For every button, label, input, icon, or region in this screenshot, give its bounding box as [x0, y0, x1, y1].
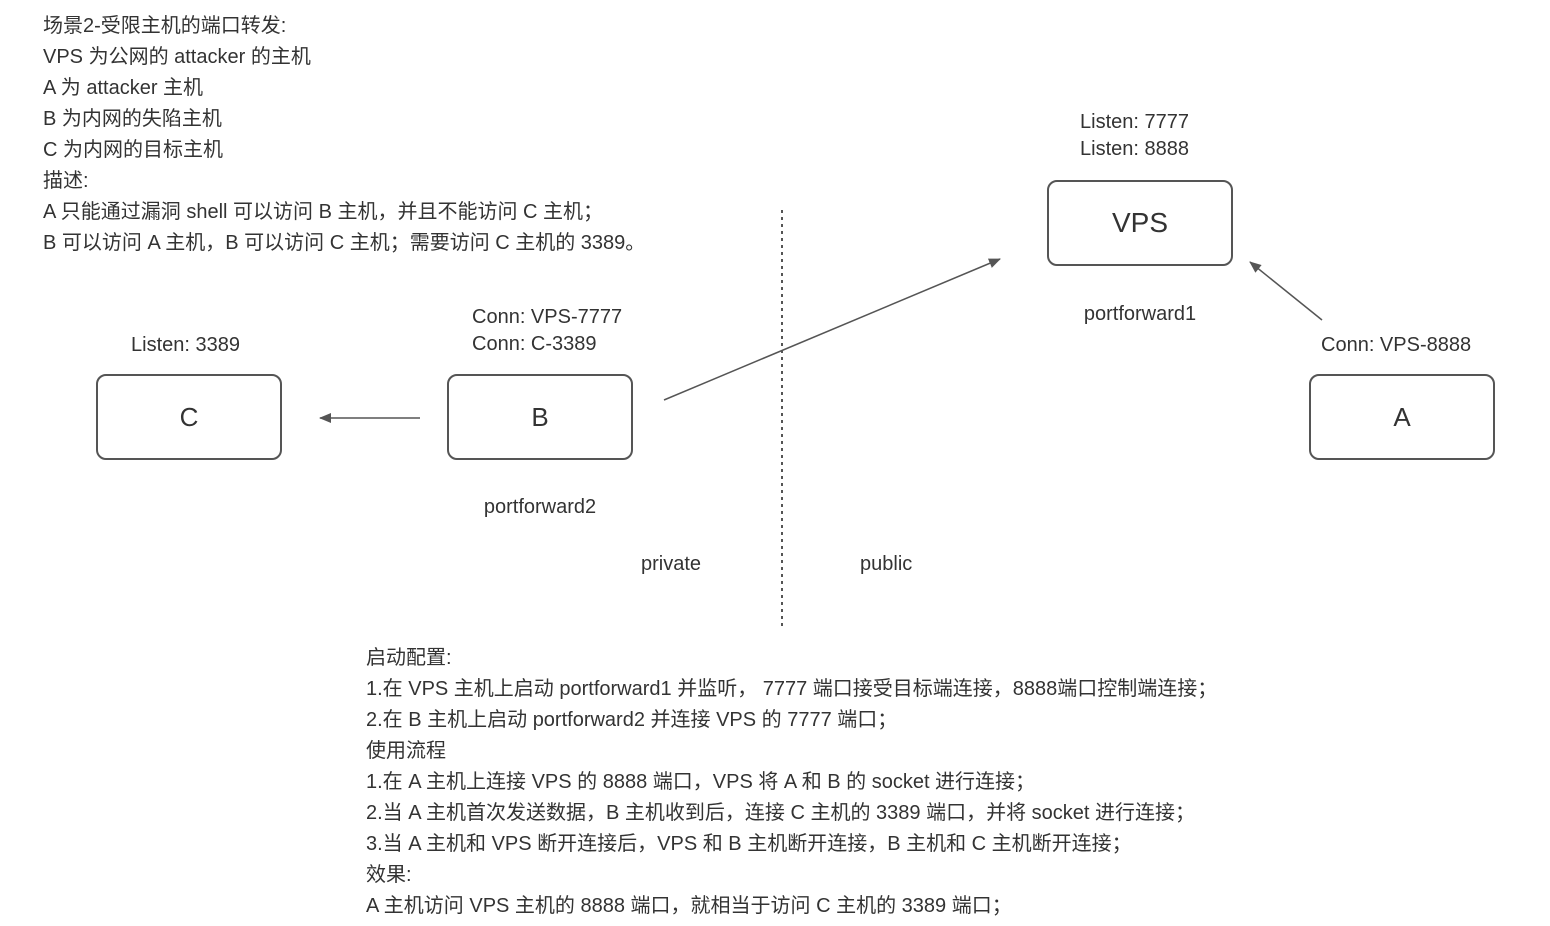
c-listen-label: Listen: 3389: [131, 334, 240, 356]
vps-node: VPS: [1047, 180, 1233, 266]
scenario-description: 场景2-受限主机的端口转发: VPS 为公网的 attacker 的主机 A 为…: [43, 11, 645, 259]
scenario-line: A 只能通过漏洞 shell 可以访问 B 主机，并且不能访问 C 主机；: [43, 201, 604, 223]
vps-listen-7777: Listen: 7777: [1080, 111, 1189, 133]
steps-line: 1.在 VPS 主机上启动 portforward1 并监听， 7777 端口接…: [366, 678, 1218, 700]
arrow-b-to-vps: [663, 258, 1001, 401]
b-program-label: portforward2: [483, 496, 597, 518]
scenario-line: 描述:: [43, 170, 89, 192]
scenario-line: B 可以访问 A 主机，B 可以访问 C 主机；需要访问 C 主机的 3389。: [43, 232, 646, 254]
arrow-a-to-vps: [1249, 261, 1323, 321]
b-node-label: B: [531, 401, 549, 432]
steps-line: 3.当 A 主机和 VPS 断开连接后，VPS 和 B 主机断开连接，B 主机和…: [366, 833, 1132, 855]
steps-description: 启动配置: 1.在 VPS 主机上启动 portforward1 并监听， 77…: [366, 643, 1217, 922]
scenario-line: C 为内网的目标主机: [43, 139, 223, 161]
steps-line: 1.在 A 主机上连接 VPS 的 8888 端口，VPS 将 A 和 B 的 …: [366, 771, 1036, 793]
steps-heading-effect: 效果:: [366, 864, 412, 886]
b-conn-c-3389: Conn: C-3389: [472, 333, 597, 355]
steps-line: A 主机访问 VPS 主机的 8888 端口，就相当于访问 C 主机的 3389…: [366, 895, 1012, 917]
c-node-label: C: [179, 401, 199, 432]
steps-heading-startup: 启动配置:: [366, 647, 452, 669]
steps-heading-usage: 使用流程: [366, 740, 446, 762]
scenario-line: B 为内网的失陷主机: [43, 108, 222, 130]
scenario-line: A 为 attacker 主机: [43, 77, 204, 99]
b-conn-labels: Conn: VPS-7777 Conn: C-3389: [472, 304, 622, 358]
vps-listen-8888: Listen: 8888: [1080, 138, 1189, 160]
b-node: B: [447, 374, 633, 460]
c-node: C: [96, 374, 282, 460]
scenario-title: 场景2-受限主机的端口转发:: [43, 15, 287, 37]
steps-line: 2.在 B 主机上启动 portforward2 并连接 VPS 的 7777 …: [366, 709, 898, 731]
vps-node-label: VPS: [1111, 207, 1169, 238]
a-node-label: A: [1393, 401, 1411, 432]
vps-program-label: portforward1: [1083, 303, 1197, 325]
scenario-line: VPS 为公网的 attacker 的主机: [43, 46, 311, 68]
a-node: A: [1309, 374, 1495, 460]
steps-line: 2.当 A 主机首次发送数据，B 主机收到后，连接 C 主机的 3389 端口，…: [366, 802, 1196, 824]
zone-private-label: private: [641, 553, 702, 575]
b-conn-vps-7777: Conn: VPS-7777: [472, 306, 623, 328]
zone-public-label: public: [860, 553, 913, 575]
vps-listen-labels: Listen: 7777 Listen: 8888: [1080, 109, 1189, 163]
a-conn-label: Conn: VPS-8888: [1321, 334, 1472, 356]
